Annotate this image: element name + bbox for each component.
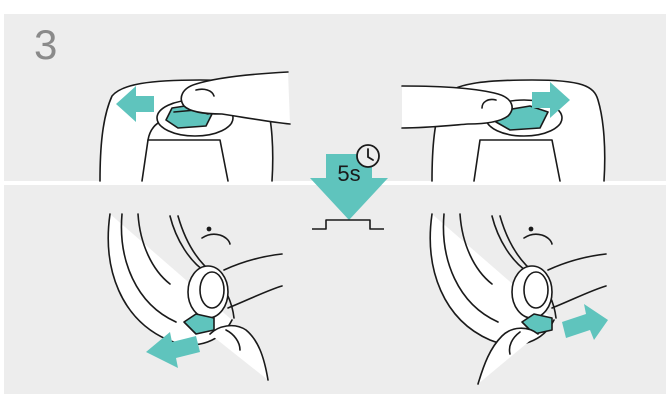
timer-label: 5s — [324, 161, 374, 187]
press-duration-icon — [312, 220, 384, 229]
arrow-right-icon — [562, 304, 608, 340]
bottom-left-earpiece — [108, 214, 282, 345]
bottom-left-finger — [210, 326, 268, 380]
